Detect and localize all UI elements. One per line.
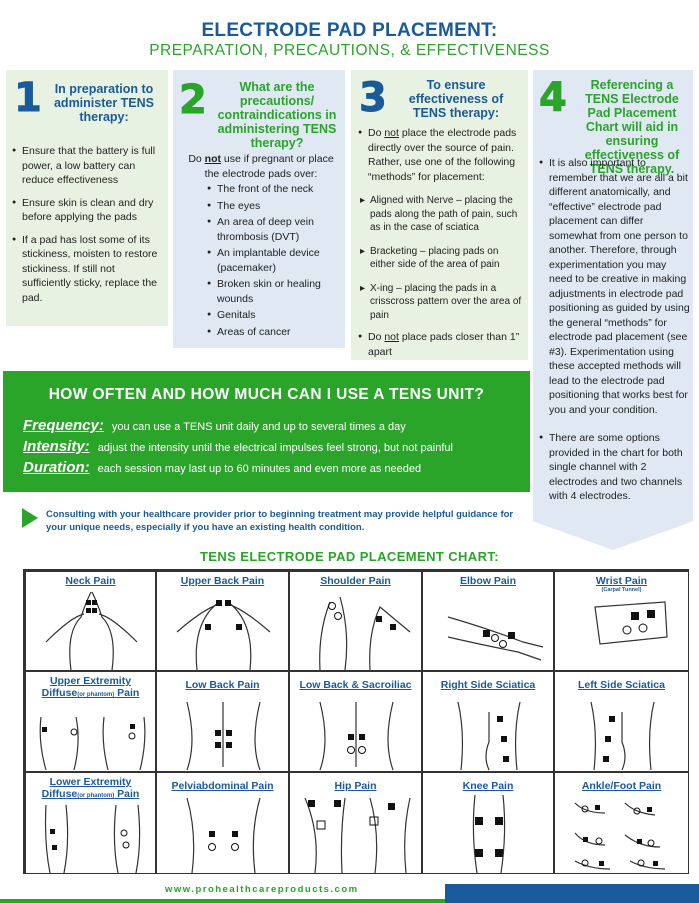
- play-arrow-icon: [22, 508, 38, 528]
- section-3-heading: To ensure effectiveness of TENS therapy:: [408, 78, 504, 120]
- chart-cell-right-sciatica: Right Side Sciatica: [422, 671, 554, 772]
- footer-url[interactable]: www.prohealthcareproducts.com: [165, 884, 359, 895]
- chart-cell-label: Knee Pain: [462, 780, 514, 792]
- wrist-diagram-icon: [594, 601, 668, 645]
- list-item: Do not place pads closer than 1” apart: [358, 330, 523, 359]
- chart-cell-left-sciatica: Left Side Sciatica: [554, 671, 689, 772]
- left-sciatica-diagram-icon: [590, 701, 655, 771]
- low-back-diagram-icon: [186, 701, 261, 771]
- section-2-number: 2: [179, 77, 208, 123]
- usage-panel: HOW OFTEN AND HOW MUCH CAN I USE A TENS …: [3, 371, 530, 492]
- upper-back-diagram-icon: [176, 600, 271, 671]
- chart-cell-ankle-foot: Ankle/Foot Pain: [554, 772, 689, 874]
- chart-cell-label: Upper Extremity: [49, 675, 132, 687]
- chart-cell-label: Low Back Pain: [185, 679, 260, 691]
- shoulder-diagram-icon: [319, 596, 411, 671]
- chart-cell-shoulder: Shoulder Pain: [289, 571, 422, 671]
- list-item: The front of the neck: [203, 182, 343, 197]
- chart-cell-low-back: Low Back Pain: [156, 671, 289, 772]
- chart-cell-label: Wrist Pain: [595, 575, 648, 587]
- pelviabdominal-diagram-icon: [186, 797, 261, 874]
- section-1-panel: 1 In preparation to administer TENS ther…: [6, 70, 168, 326]
- page-title: ELECTRODE PAD PLACEMENT:: [201, 20, 498, 41]
- chart-cell-label: Neck Pain: [65, 575, 116, 587]
- chart-cell-hip: Hip Pain: [289, 772, 422, 874]
- neck-diagram-icon: [45, 591, 138, 671]
- list-item: The eyes: [203, 199, 343, 214]
- sacroiliac-diagram-icon: [319, 701, 394, 771]
- chart-cell-label-line2: Diffuse(or phantom) Pain: [41, 788, 140, 800]
- section-2-intro: Do not use if pregnant or place the elec…: [188, 153, 334, 180]
- chart-cell-label: Pelviabdominal Pain: [171, 780, 274, 792]
- section-1-heading: In preparation to administer TENS therap…: [53, 82, 155, 124]
- chart-cell-pelviabdominal: Pelviabdominal Pain: [156, 772, 289, 874]
- chart-cell-label-line2: Diffuse(or phantom) Pain: [41, 687, 140, 699]
- list-item: An area of deep vein thrombosis (DVT): [203, 215, 343, 244]
- list-item: It is also important to remember that we…: [539, 156, 691, 417]
- section-3-number: 3: [359, 75, 388, 121]
- list-item: Ensure skin is clean and dry before appl…: [12, 196, 166, 225]
- list-item: Broken skin or healing wounds: [203, 277, 343, 306]
- list-item: Ensure that the battery is full power, a…: [12, 144, 166, 188]
- method-item: X-ing – placing the pads in a crisscross…: [358, 282, 523, 323]
- list-item: Areas of cancer: [203, 325, 343, 340]
- chart-cell-label: Right Side Sciatica: [440, 679, 536, 691]
- list-item: There are some options provided in the c…: [539, 431, 691, 504]
- chart-cell-low-back-sacroiliac: Low Back & Sacroiliac: [289, 671, 422, 772]
- consult-note: Consulting with your healthcare provider…: [46, 509, 514, 533]
- list-item: An implantable device (pacemaker): [203, 246, 343, 275]
- chart-cell-upper-back: Upper Back Pain: [156, 571, 289, 671]
- footer-bar: [445, 884, 699, 903]
- section-4-panel: 4 Referencing a TENS Electrode Pad Place…: [533, 70, 693, 550]
- chart-cell-label: Elbow Pain: [459, 575, 516, 587]
- section-3-panel: 3 To ensure effectiveness of TENS therap…: [351, 70, 528, 360]
- usage-heading: HOW OFTEN AND HOW MUCH CAN I USE A TENS …: [48, 386, 485, 403]
- chart-cell-wrist: Wrist Pain (Carpal Tunnel): [554, 571, 689, 671]
- chart-cell-note: (Carpal Tunnel): [601, 587, 642, 593]
- page-subtitle: PREPARATION, PRECAUTIONS, & EFFECTIVENES…: [149, 42, 550, 59]
- upper-extremity-diagram-icon: [39, 716, 146, 771]
- chart-cell-knee: Knee Pain: [422, 772, 554, 874]
- footer-green-line: [0, 899, 445, 903]
- list-item: Do not place the electrode pads directly…: [358, 126, 523, 184]
- placement-chart-grid: Neck Pain Upper Back Pain Shoulder Pain …: [23, 569, 689, 874]
- chart-cell-elbow: Elbow Pain: [422, 571, 554, 671]
- ankle-foot-diagram-icon: [574, 802, 666, 870]
- method-item: Aligned with Nerve – placing the pads al…: [358, 194, 523, 235]
- right-sciatica-diagram-icon: [457, 701, 521, 771]
- chart-cell-label: Ankle/Foot Pain: [581, 780, 662, 792]
- chart-cell-label: Hip Pain: [334, 780, 377, 792]
- list-item: Genitals: [203, 308, 343, 323]
- hip-diagram-icon: [304, 797, 411, 874]
- section-2-panel: 2 What are the precautions/ contraindica…: [173, 70, 345, 348]
- chart-cell-label: Lower Extremity: [49, 776, 132, 788]
- usage-intensity: Intensity:adjust the intensity until the…: [23, 438, 453, 455]
- lower-extremity-diagram-icon: [44, 804, 141, 874]
- knee-diagram-icon: [472, 794, 506, 874]
- chart-cell-label: Upper Back Pain: [180, 575, 265, 587]
- chart-title: TENS ELECTRODE PAD PLACEMENT CHART:: [199, 549, 500, 564]
- chart-cell-upper-extremity: Upper Extremity Diffuse(or phantom) Pain: [25, 671, 156, 772]
- usage-frequency: Frequency:you can use a TENS unit daily …: [23, 417, 406, 434]
- section-4-number: 4: [539, 75, 568, 121]
- method-item: Bracketing – placing pads on either side…: [358, 245, 523, 272]
- chart-cell-label: Left Side Sciatica: [578, 679, 665, 691]
- chart-cell-lower-extremity: Lower Extremity Diffuse(or phantom) Pain: [25, 772, 156, 874]
- section-1-number: 1: [14, 75, 43, 121]
- usage-duration: Duration:each session may last up to 60 …: [23, 459, 422, 476]
- section-2-heading: What are the precautions/ contraindicati…: [217, 80, 337, 150]
- chart-cell-label: Shoulder Pain: [320, 575, 391, 587]
- list-item: If a pad has lost some of its stickiness…: [12, 233, 166, 306]
- chart-cell-neck: Neck Pain: [25, 571, 156, 671]
- chart-cell-label: Low Back & Sacroiliac: [299, 679, 412, 691]
- elbow-diagram-icon: [447, 616, 544, 661]
